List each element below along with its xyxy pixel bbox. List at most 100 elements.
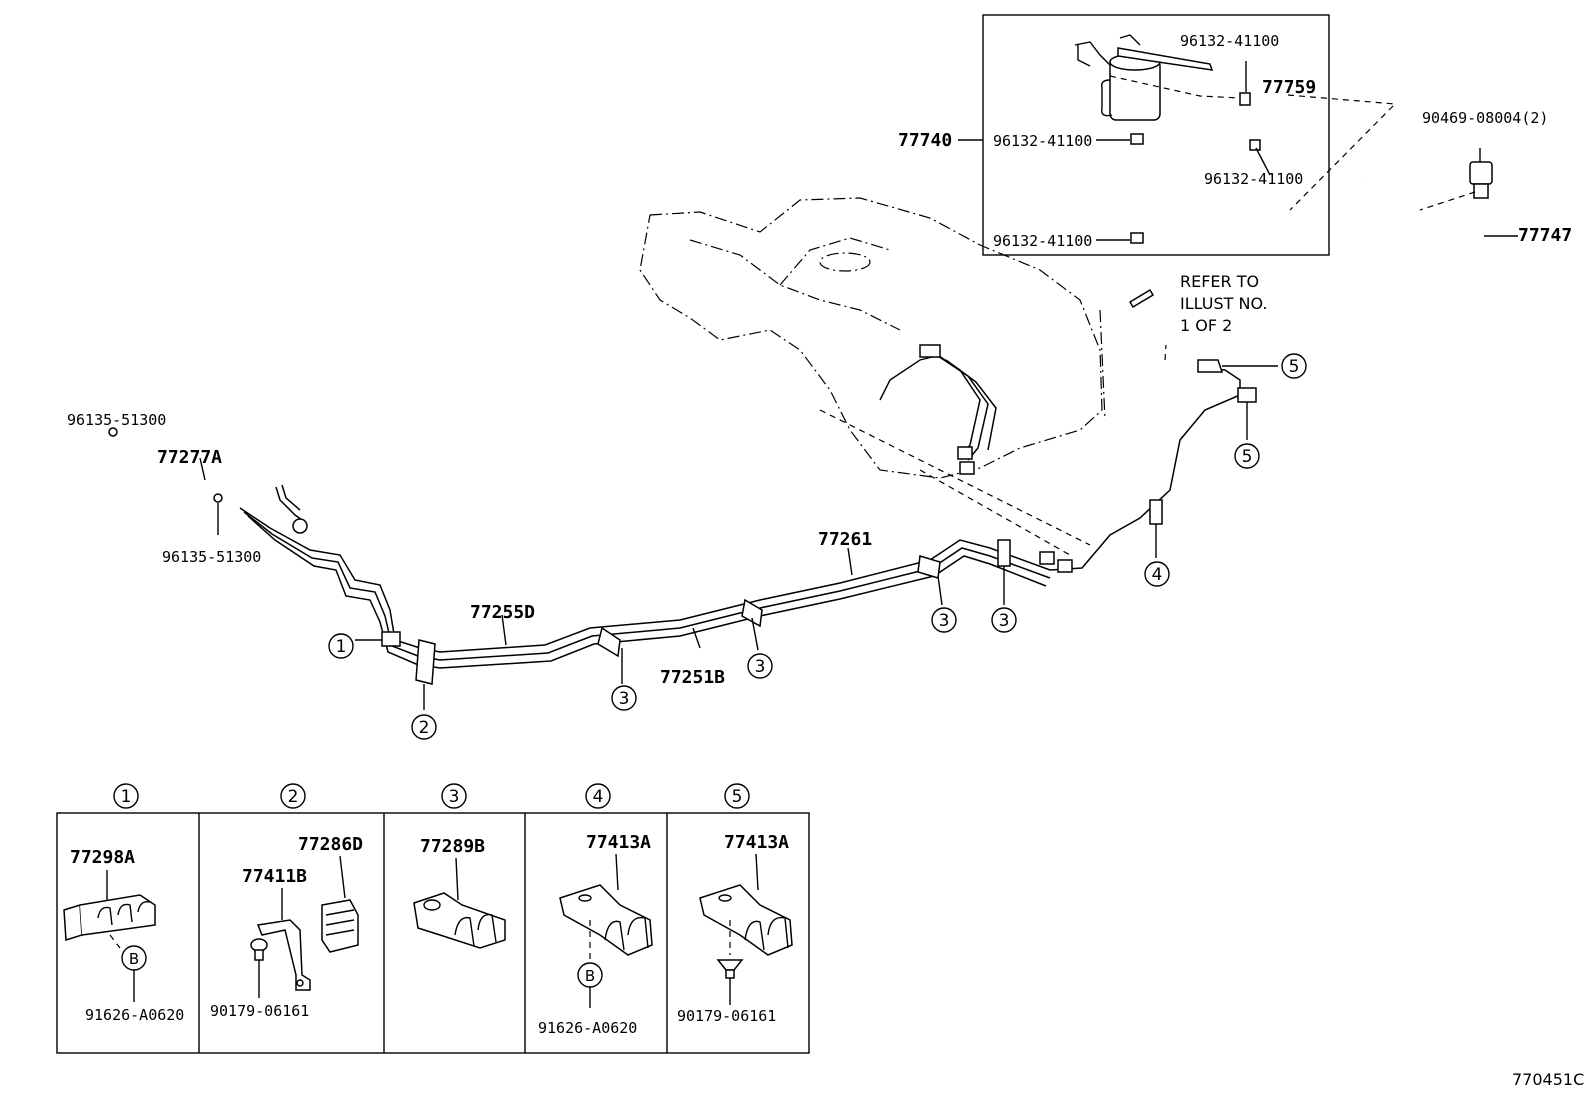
svg-text:2: 2 xyxy=(288,787,299,807)
callout-2[interactable]: 2 xyxy=(411,714,437,740)
refer-note-line-3: 1 OF 2 xyxy=(1180,316,1232,335)
callout-5b[interactable]: 5 xyxy=(1281,353,1307,379)
label-96132-41100-left2: 96132-41100 xyxy=(993,232,1092,250)
panel-header-1: 1 xyxy=(113,783,139,809)
clamp-3b xyxy=(741,598,763,628)
label-96132-41100-left1: 96132-41100 xyxy=(993,132,1092,150)
refer-note: REFER TO ILLUST NO. 1 OF 2 xyxy=(1128,272,1267,335)
svg-text:B: B xyxy=(585,967,595,985)
label-96132-41100-right: 96132-41100 xyxy=(1204,170,1303,188)
label-77747: 77747 xyxy=(1518,225,1572,246)
label-91626-A0620-1: 91626-A0620 xyxy=(85,1006,184,1024)
svg-text:3: 3 xyxy=(939,611,950,631)
connector-icon xyxy=(919,344,941,358)
clamp-77286D xyxy=(321,899,359,953)
callout-3b[interactable]: 3 xyxy=(747,653,773,679)
label-90179-06161-5: 90179-06161 xyxy=(677,1007,776,1025)
clip-icon xyxy=(1239,92,1251,106)
clamp-5a xyxy=(1237,387,1257,403)
clip-icon xyxy=(1249,139,1261,151)
label-77251B: 77251B xyxy=(660,667,725,688)
fastener-90179-icon xyxy=(716,959,744,979)
connector-icon xyxy=(292,518,308,534)
refer-note-line-2: ILLUST NO. xyxy=(1180,294,1267,313)
clamp-77289B xyxy=(413,892,506,949)
panel-header-5: 5 xyxy=(724,783,750,809)
clamp-3d xyxy=(997,539,1011,567)
svg-text:4: 4 xyxy=(1152,565,1163,585)
clamp-1 xyxy=(381,631,401,647)
callout-1[interactable]: 1 xyxy=(328,633,354,659)
clip-icon xyxy=(1130,133,1144,145)
callout-5a[interactable]: 5 xyxy=(1234,443,1260,469)
label-77255D: 77255D xyxy=(470,602,535,623)
label-77286D: 77286D xyxy=(298,834,363,855)
detail-panel-5: 77413A 90179-06161 xyxy=(677,832,793,1025)
clamp-77413A-4 xyxy=(559,884,653,956)
label-90469-08004: 90469-08004(2) xyxy=(1422,109,1548,127)
bracket-77411B xyxy=(256,919,311,991)
svg-text:1: 1 xyxy=(121,787,132,807)
callout-3c[interactable]: 3 xyxy=(931,607,957,633)
callout-3d[interactable]: 3 xyxy=(991,607,1017,633)
label-77261: 77261 xyxy=(818,529,872,550)
charcoal-canister xyxy=(1074,34,1214,121)
clamp-77298A xyxy=(63,894,156,941)
vent-hose-77747: 90469-08004(2) 77747 xyxy=(1364,109,1572,285)
detail-panel-1: 77298A B 91626-A0620 xyxy=(63,847,184,1024)
label-77298A: 77298A xyxy=(70,847,135,868)
svg-text:2: 2 xyxy=(419,718,430,738)
detail-panels: 1 2 3 4 5 77298A B xyxy=(56,783,810,1054)
svg-text:3: 3 xyxy=(619,689,630,709)
clamp-icon xyxy=(108,427,118,437)
label-77740: 77740 xyxy=(898,130,952,151)
connector-90469 xyxy=(1469,161,1493,199)
svg-text:5: 5 xyxy=(1242,447,1253,467)
label-91626-A0620-4: 91626-A0620 xyxy=(538,1019,637,1037)
canister-inset-frame xyxy=(982,14,1330,256)
svg-text:1: 1 xyxy=(336,637,347,657)
label-77413A-4: 77413A xyxy=(586,832,651,853)
label-96135-51300-bottom: 96135-51300 xyxy=(162,548,261,566)
connector-icon xyxy=(959,461,975,475)
fuel-tank xyxy=(639,197,1167,556)
label-77413A-5: 77413A xyxy=(724,832,789,853)
label-77277A: 77277A xyxy=(157,447,222,468)
clamp-icon xyxy=(213,493,223,503)
svg-text:3: 3 xyxy=(449,787,460,807)
label-96132-41100-top: 96132-41100 xyxy=(1180,32,1279,50)
arrow-icon xyxy=(1128,288,1155,309)
connector-icon xyxy=(1039,551,1055,565)
detail-panel-2: 77286D 77411B 90179-06161 xyxy=(210,834,363,1020)
clamp-5b xyxy=(1197,359,1224,373)
svg-text:3: 3 xyxy=(755,657,766,677)
canister-inset: 96132-41100 77759 77740 96132-41100 9613… xyxy=(898,14,1397,256)
detail-panels-frame xyxy=(56,812,810,1054)
svg-text:5: 5 xyxy=(1289,357,1300,377)
refer-note-line-1: REFER TO xyxy=(1180,272,1259,291)
clamp-77413A-5 xyxy=(699,884,793,956)
panel-header-3: 3 xyxy=(441,783,467,809)
label-77289B: 77289B xyxy=(420,836,485,857)
detail-panel-3: 77289B xyxy=(413,836,506,949)
label-90179-06161-2: 90179-06161 xyxy=(210,1002,309,1020)
fuel-lines: 96135-51300 77277A 96135-51300 77255D 77… xyxy=(67,359,1278,710)
svg-text:5: 5 xyxy=(732,787,743,807)
clip-icon xyxy=(1130,232,1144,244)
svg-text:B: B xyxy=(129,950,139,968)
callout-4[interactable]: 4 xyxy=(1144,561,1170,587)
fastener-90179-icon xyxy=(250,938,268,961)
svg-text:3: 3 xyxy=(999,611,1010,631)
connector-icon xyxy=(1057,559,1073,573)
diagram-id: 770451C xyxy=(1512,1070,1584,1089)
svg-text:4: 4 xyxy=(593,787,604,807)
panel-header-2: 2 xyxy=(280,783,306,809)
connector-icon xyxy=(957,446,973,460)
detail-panel-4: 77413A B 91626-A0620 xyxy=(538,832,653,1037)
callout-3a[interactable]: 3 xyxy=(611,685,637,711)
label-77759: 77759 xyxy=(1262,77,1316,98)
label-77411B: 77411B xyxy=(242,866,307,887)
panel-header-4: 4 xyxy=(585,783,611,809)
clamp-3a xyxy=(597,626,621,658)
